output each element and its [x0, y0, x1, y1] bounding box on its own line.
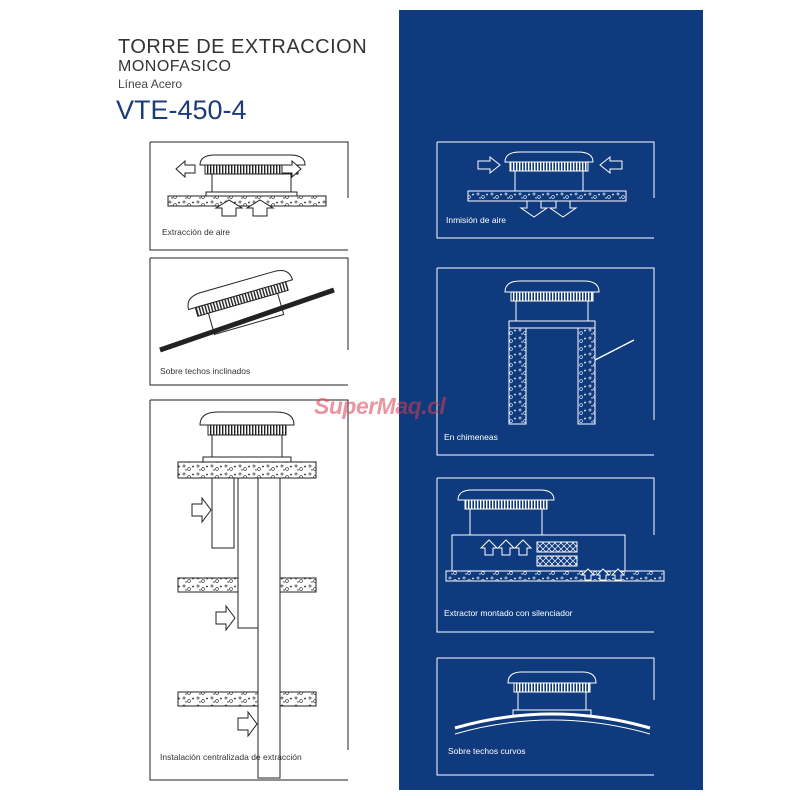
diagram-extraccion	[149, 141, 349, 251]
diagram-techos-curvos	[436, 657, 655, 776]
diagram-centralizada	[149, 399, 349, 781]
product-line: Línea Acero	[118, 77, 183, 91]
caption-silenciador: Extractor montado con silenciador	[444, 608, 573, 618]
model-number: VTE-450-4	[116, 95, 247, 125]
diagram-inmision	[436, 141, 655, 239]
diagram-silenciador	[436, 477, 665, 633]
watermark-logo: SuperMaq.cl	[314, 393, 446, 419]
caption-techos-curvos: Sobre techos curvos	[448, 746, 526, 756]
caption-inmision: Inmisión de aire	[446, 215, 507, 225]
caption-chimeneas: En chimeneas	[444, 432, 498, 442]
caption-centralizada: Instalación centralizada de extracción	[160, 752, 302, 762]
diagram-chimeneas	[436, 267, 655, 456]
caption-extraccion: Extracción de aire	[162, 227, 231, 237]
caption-techos-inclinados: Sobre techos inclinados	[160, 366, 251, 376]
blue-panel	[399, 10, 703, 790]
product-title: TORRE DE EXTRACCION	[118, 36, 368, 58]
diagram-techos-inclinados	[149, 257, 349, 386]
product-subtitle-phase: MONOFASICO	[118, 58, 232, 75]
